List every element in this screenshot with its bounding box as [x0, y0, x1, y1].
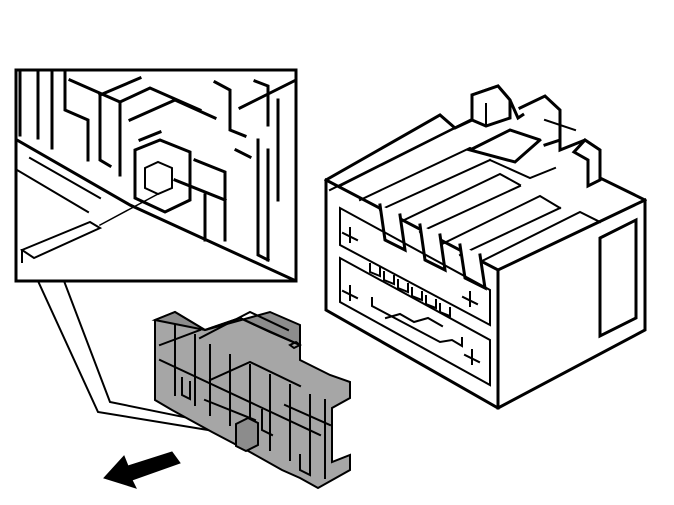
arrow-down-left-icon — [103, 451, 181, 489]
detail-view — [14, 68, 298, 283]
connector-housing — [323, 84, 647, 410]
terminal-lock — [151, 310, 351, 490]
leader-lines — [36, 279, 222, 434]
